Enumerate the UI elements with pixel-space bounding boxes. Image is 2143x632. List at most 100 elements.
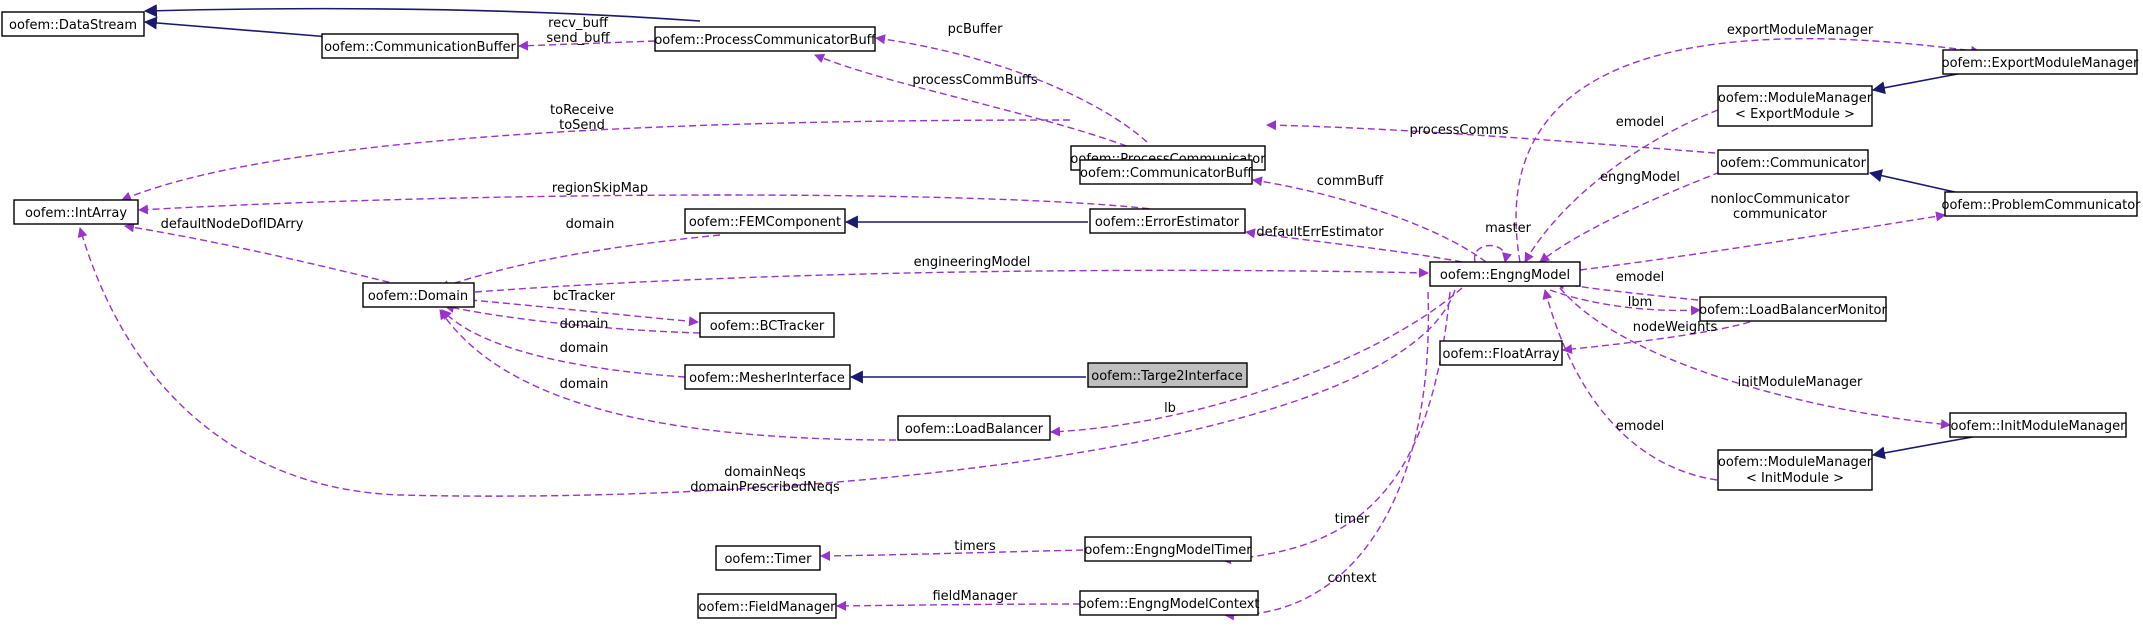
svg-text:oofem::EngngModelTimer: oofem::EngngModelTimer <box>1084 543 1252 558</box>
edge-label-domainneqs: domainNeqs <box>724 465 806 480</box>
node-engngmodeltimer[interactable]: oofem::EngngModelTimer <box>1084 536 1252 562</box>
edge-dep-nonloc-communicator <box>1579 211 1946 271</box>
edge-label-processcomms: processComms <box>1409 123 1508 138</box>
edge-label-master: master <box>1485 221 1531 236</box>
edge-label-recv-buff: recv_buff <box>548 16 609 31</box>
node-modulemanager-export[interactable]: oofem::ModuleManager < ExportModule > <box>1717 85 1873 127</box>
edge-dep-commbuff <box>1252 176 1487 263</box>
edge-dep-domain-fem <box>439 234 721 290</box>
node-intarray[interactable]: oofem::IntArray <box>13 199 139 225</box>
edge-inherit-initmodulemanager-modulemanager <box>1871 435 1979 460</box>
edge-label-nodeweights: nodeWeights <box>1633 320 1718 335</box>
node-processcommunicatorbuff[interactable]: oofem::ProcessCommunicatorBuff <box>654 26 877 52</box>
edge-label-commbuff: commBuff <box>1317 174 1385 189</box>
svg-text:oofem::ProcessCommunicatorBuff: oofem::ProcessCommunicatorBuff <box>654 33 876 48</box>
svg-text:oofem::ProblemCommunicator: oofem::ProblemCommunicator <box>1941 198 2141 213</box>
node-communicationbuffer[interactable]: oofem::CommunicationBuffer <box>321 33 519 59</box>
edge-dep-pcbuffer <box>875 34 1148 143</box>
node-errorestimator[interactable]: oofem::ErrorEstimator <box>1089 208 1246 234</box>
edge-label-domain-fem: domain <box>566 217 615 232</box>
edge-dep-timer <box>1221 291 1451 565</box>
edge-label-lbm: lbm <box>1628 295 1653 310</box>
node-targe2interface[interactable]: oofem::Targe2Interface <box>1087 362 1248 388</box>
edge-dep-fieldmanager <box>836 600 1081 611</box>
edges <box>77 4 1981 621</box>
edge-dep-bctracker <box>469 299 699 327</box>
node-loadbalancermonitor[interactable]: oofem::LoadBalancerMonitor <box>1699 296 1888 322</box>
edge-label-domain-lb: domain <box>560 377 609 392</box>
edge-label-communicator: communicator <box>1733 207 1828 222</box>
edge-dep-engngmodel-communicator <box>1539 171 1721 263</box>
edge-label-defaultnodedofidarry: defaultNodeDofIDArry <box>161 217 304 232</box>
edge-label-send-buff: send_buff <box>546 31 610 46</box>
edge-dep-timers <box>820 549 1084 561</box>
nodes: oofem::DataStream oofem::CommunicationBu… <box>1 11 2141 619</box>
node-engngmodelcontext[interactable]: oofem::EngngModelContext <box>1078 590 1260 616</box>
svg-text:oofem::LoadBalancerMonitor: oofem::LoadBalancerMonitor <box>1699 303 1887 318</box>
node-timer[interactable]: oofem::Timer <box>715 545 821 571</box>
node-engngmodel[interactable]: oofem::EngngModel <box>1429 261 1581 287</box>
svg-text:oofem::DataStream: oofem::DataStream <box>9 18 137 33</box>
node-loadbalancer[interactable]: oofem::LoadBalancer <box>897 415 1051 441</box>
edge-label-tosend: toSend <box>559 118 605 133</box>
edge-label-timers: timers <box>954 539 996 554</box>
node-floatarray[interactable]: oofem::FloatArray <box>1439 340 1563 366</box>
svg-text:oofem::InitModuleManager: oofem::InitModuleManager <box>1951 419 2127 434</box>
edge-label-context: context <box>1328 571 1377 586</box>
edge-dep-domain-bc <box>444 303 701 334</box>
edge-label-fieldmanager: fieldManager <box>932 589 1018 604</box>
node-exportmodulemanager[interactable]: oofem::ExportModuleManager <box>1942 49 2139 75</box>
edge-labels: recv_buff send_buff pcBuffer processComm… <box>161 16 1874 604</box>
edge-dep-engineeringmodel <box>474 267 1429 293</box>
edge-dep-master <box>1474 244 1512 263</box>
edge-dep-lb <box>1050 287 1463 437</box>
svg-text:oofem::ModuleManager: oofem::ModuleManager <box>1718 91 1873 106</box>
edge-label-domainprescribedneqs: domainPrescribedNeqs <box>690 480 840 495</box>
node-domain[interactable]: oofem::Domain <box>362 282 475 308</box>
edge-dep-exportmodulemanager <box>1515 37 1981 263</box>
node-modulemanager-init[interactable]: oofem::ModuleManager < InitModule > <box>1717 449 1873 491</box>
edge-label-timer: timer <box>1335 512 1370 527</box>
node-problemcommunicator[interactable]: oofem::ProblemCommunicator <box>1941 191 2141 217</box>
node-bctracker[interactable]: oofem::BCTracker <box>699 312 835 338</box>
svg-text:< InitModule >: < InitModule > <box>1746 471 1844 486</box>
svg-text:oofem::Communicator: oofem::Communicator <box>1720 156 1867 171</box>
edge-label-emodel-lbm: emodel <box>1616 270 1664 285</box>
edge-label-engineeringmodel: engineeringModel <box>914 255 1031 270</box>
edge-label-emodel-init: emodel <box>1616 419 1664 434</box>
node-communicator[interactable]: oofem::Communicator <box>1717 149 1869 175</box>
edge-dep-domain-lb <box>439 309 897 441</box>
edge-label-processcommbuffs: processCommBuffs <box>912 73 1037 88</box>
edge-label-initmodulemanager: initModuleManager <box>1738 375 1863 390</box>
edge-dep-domainneqs <box>77 227 1456 497</box>
svg-text:oofem::CommunicatorBuff: oofem::CommunicatorBuff <box>1080 166 1253 181</box>
svg-text:oofem::FieldManager: oofem::FieldManager <box>699 600 837 615</box>
edge-dep-defaultnodedofidarry <box>124 222 401 286</box>
node-femcomponent[interactable]: oofem::FEMComponent <box>684 208 846 234</box>
node-fieldmanager[interactable]: oofem::FieldManager <box>697 593 837 619</box>
node-communicatorbuff[interactable]: oofem::CommunicatorBuff <box>1079 159 1253 185</box>
svg-text:oofem::BCTracker: oofem::BCTracker <box>710 319 825 334</box>
node-initmodulemanager[interactable]: oofem::InitModuleManager <box>1949 412 2127 438</box>
edge-dep-defaulterrestimator <box>1245 228 1463 263</box>
edge-dep-initmodulemanager <box>1559 287 1951 430</box>
svg-text:oofem::FloatArray: oofem::FloatArray <box>1442 347 1559 362</box>
svg-text:oofem::Targe2Interface: oofem::Targe2Interface <box>1091 369 1243 384</box>
edge-label-nonloccommunicator: nonlocCommunicator <box>1710 192 1850 207</box>
edge-label-engngmodel: engngModel <box>1600 170 1680 185</box>
node-mesherinterface[interactable]: oofem::MesherInterface <box>684 364 851 390</box>
svg-text:oofem::EngngModel: oofem::EngngModel <box>1440 268 1570 283</box>
edge-label-regionskipmap: regionSkipMap <box>552 181 648 196</box>
svg-text:oofem::EngngModelContext: oofem::EngngModelContext <box>1078 597 1259 612</box>
edge-label-toreceive: toReceive <box>550 103 614 118</box>
edge-dep-emodel-export <box>1524 109 1719 263</box>
edge-label-emodel-export: emodel <box>1616 115 1664 130</box>
svg-text:oofem::IntArray: oofem::IntArray <box>25 206 127 221</box>
node-datastream[interactable]: oofem::DataStream <box>1 11 145 37</box>
svg-text:oofem::ExportModuleManager: oofem::ExportModuleManager <box>1942 56 2139 71</box>
svg-text:oofem::Domain: oofem::Domain <box>368 289 468 304</box>
edge-dep-recv-send-buff <box>518 40 656 51</box>
edge-dep-regionskipmap <box>138 194 1161 215</box>
edge-dep-lbm <box>1549 289 1701 316</box>
